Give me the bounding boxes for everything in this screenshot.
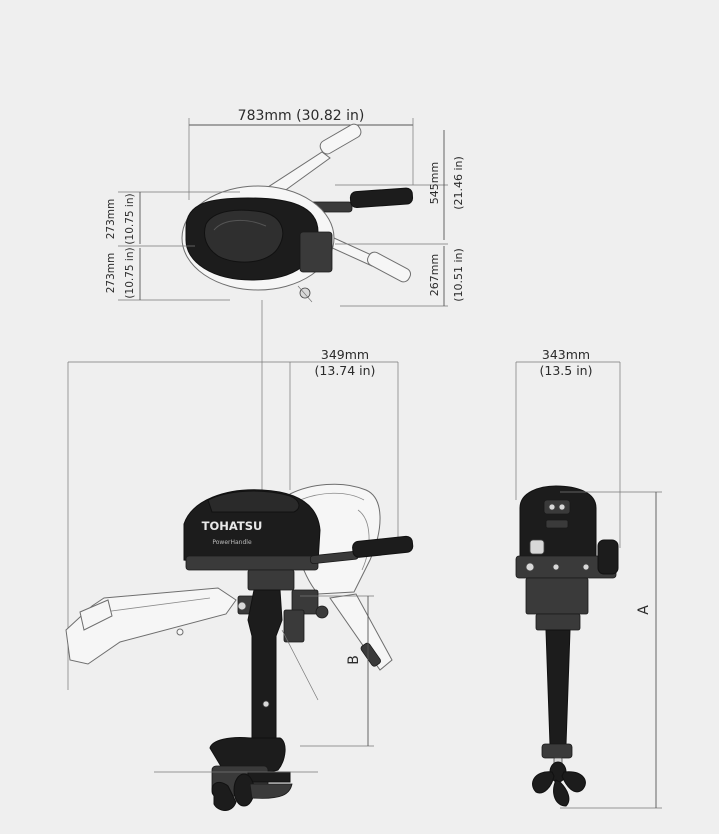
top-right-lower-mm: 267mm [428,254,441,296]
rear-width-mm: 343mm [542,347,590,362]
brand-sub-text: PowerHandle [212,539,252,546]
main-engine-side: TOHATSU PowerHandle [154,489,414,811]
top-width-label: 783mm (30.82 in) [238,108,365,124]
top-right-lower-in: (10.51 in) [452,248,465,302]
top-left-upper-mm: 273mm [105,199,117,240]
dimension-a-label: A [636,605,652,615]
top-left-lower-mm: 273mm [105,253,117,294]
top-right-upper-mm: 545mm [428,162,441,204]
top-left-lower-in: (10.75 in) [124,247,136,298]
brand-logo-text: TOHATSU [202,519,263,533]
rear-view: 343mm (13.5 in) A [515,347,662,809]
dimension-b-label: B [346,655,362,665]
side-tilt-mm: 349mm [321,347,369,362]
top-left-upper-in: (10.75 in) [124,193,136,244]
top-view: 783mm (30.82 in) 545mm [105,108,465,307]
side-view: 349mm (13.74 in) TOHATSU PowerHandle [65,347,414,811]
rear-width-in: (13.5 in) [540,363,593,378]
side-tilt-in: (13.74 in) [315,363,376,378]
top-right-upper-in: (21.46 in) [452,156,465,210]
